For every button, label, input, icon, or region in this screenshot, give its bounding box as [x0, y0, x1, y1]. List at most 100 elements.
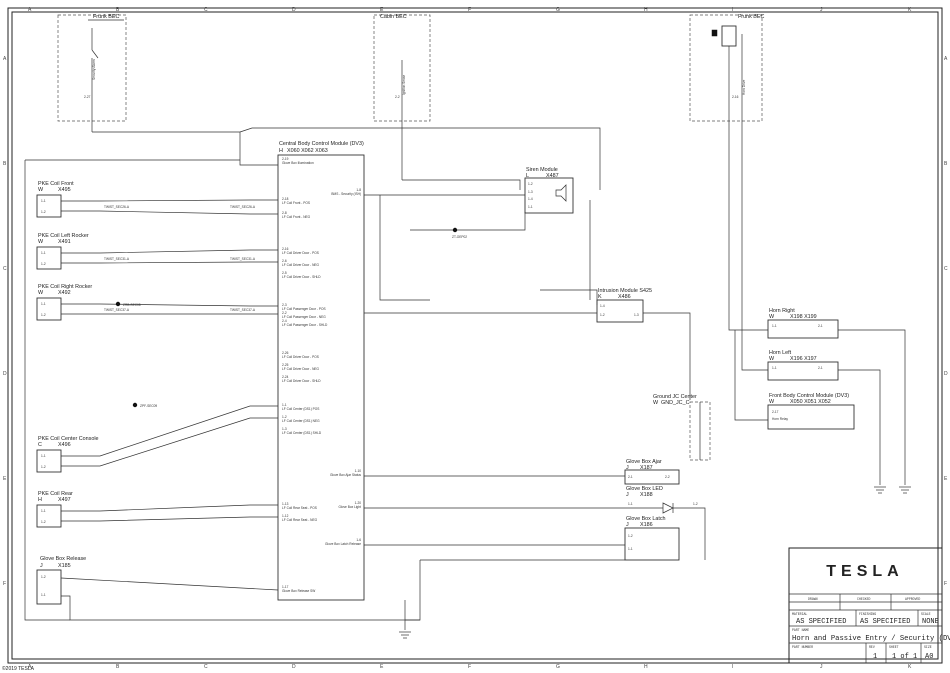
grid-col-label: G — [556, 664, 560, 670]
grid-col-label: E — [380, 664, 384, 670]
svg-text:Glove Box LED: Glove Box LED — [626, 486, 663, 492]
svg-text:1-1: 1-1 — [41, 509, 46, 513]
svg-text:GND_JC_C: GND_JC_C — [661, 400, 690, 406]
led-icon — [662, 502, 674, 514]
grid-col-label: J — [820, 664, 823, 670]
bcm-pin-id: 2-4 — [282, 319, 287, 323]
splice-dot — [452, 227, 458, 233]
grid-row-label: A — [3, 56, 7, 62]
svg-text:Horn and Passive Entry / Secur: Horn and Passive Entry / Security (DV3) — [792, 635, 950, 643]
grid-row-label: C — [3, 266, 7, 272]
svg-text:X050 X051 X052: X050 X051 X052 — [790, 399, 831, 405]
grid-col-label: H — [644, 7, 648, 13]
svg-text:X187: X187 — [640, 465, 653, 471]
wire — [60, 577, 279, 591]
svg-text:1-1: 1-1 — [628, 547, 633, 551]
grid-col-label: A — [28, 7, 32, 13]
bcm-pin-id: 2-2 — [282, 311, 287, 315]
bcm-pin-desc: LF Coil Rear Seat - NEG — [282, 518, 318, 522]
grid-row-label: A — [944, 56, 948, 62]
svg-text:PKE Coil Right Rocker: PKE Coil Right Rocker — [38, 284, 92, 290]
svg-text:W: W — [38, 290, 44, 296]
grid-row-label: F — [3, 581, 6, 587]
wire — [61, 595, 420, 621]
wire — [61, 516, 278, 522]
grid-col-label: I — [732, 664, 733, 670]
svg-text:PKE Coil Left Rocker: PKE Coil Left Rocker — [38, 233, 89, 239]
wire — [239, 132, 278, 166]
grid-row-label: B — [944, 161, 948, 167]
glove-box-ajar: Glove Box Ajar J X187 2-1 2-2 — [624, 459, 680, 485]
grid-col-label: F — [468, 664, 471, 670]
bcm-pin-desc: LF Coil Passenger Door - SHLD — [282, 323, 328, 327]
svg-text:L: L — [526, 173, 529, 179]
svg-text:PKE Coil Front: PKE Coil Front — [38, 181, 74, 187]
wire — [402, 179, 521, 190]
bcm-pin-id: 2-18 — [282, 197, 289, 201]
svg-text:1-3: 1-3 — [528, 190, 533, 194]
frunk-bec-right: Frunk BEC 2-16 Horn Drive — [689, 14, 764, 122]
svg-text:2-1: 2-1 — [818, 324, 823, 328]
bcm-pin-desc: LF Coil Driver Door - NEG — [282, 367, 320, 371]
svg-text:TWIST_SEC26-A: TWIST_SEC26-A — [104, 205, 130, 209]
bcm-pin-id: 1-1 — [282, 403, 287, 407]
svg-text:Glove Box Latch: Glove Box Latch — [626, 516, 666, 522]
wire — [540, 289, 598, 305]
svg-text:REV: REV — [869, 645, 875, 649]
svg-text:2-17: 2-17 — [772, 410, 779, 414]
svg-text:TWIST_SEC37-A: TWIST_SEC37-A — [230, 308, 256, 312]
wire — [728, 110, 748, 331]
bcm-pin-desc: LF Coil Driver Door - NEG — [282, 263, 320, 267]
glove-box-latch: Glove Box Latch J X186 1-2 1-1 — [624, 516, 680, 561]
glove-box-led: Glove Box LED J X188 1-1 1-2 — [626, 486, 698, 514]
svg-text:1-1: 1-1 — [41, 302, 46, 306]
wire — [61, 210, 278, 215]
grid-col-label: K — [908, 664, 912, 670]
svg-text:TWIST_SEC26-A: TWIST_SEC26-A — [230, 205, 256, 209]
grid-row-label: E — [3, 476, 7, 482]
drawing-frame — [7, 7, 943, 664]
svg-text:MATERIAL: MATERIAL — [792, 612, 807, 616]
svg-text:W: W — [38, 187, 44, 193]
bcm-pin-desc: LF Coil Driver Door - POS — [282, 355, 319, 359]
svg-text:1-2: 1-2 — [41, 313, 46, 317]
grid-col-label: F — [468, 7, 471, 13]
svg-text:1-1: 1-1 — [772, 324, 777, 328]
grid-col-label: C — [204, 664, 208, 670]
glove-box-release: Glove Box Release J X185 1-2 1-1 — [36, 556, 86, 605]
grid-col-label: B — [116, 7, 120, 13]
wire — [379, 195, 430, 301]
ground-center: Ground JC Center W GND_JC_C — [653, 394, 711, 461]
svg-text:1-2: 1-2 — [41, 575, 46, 579]
svg-text:AS SPECIFIED: AS SPECIFIED — [860, 618, 910, 626]
grid-col-label: E — [380, 7, 384, 13]
svg-text:X497: X497 — [58, 497, 71, 503]
svg-text:Front Body Control Module (DV3: Front Body Control Module (DV3) — [769, 393, 849, 399]
svg-text:X495: X495 — [58, 187, 71, 193]
svg-text:2-1: 2-1 — [818, 366, 823, 370]
bcm-pin-desc: BMS - Security (ISH) — [331, 192, 361, 196]
svg-text:Frunk BEC: Frunk BEC — [93, 14, 119, 20]
svg-text:TWIST_SEC31-A: TWIST_SEC31-A — [104, 257, 130, 261]
horn-left: Horn Left W X196 X197 1-1 2-1 — [767, 350, 839, 381]
svg-text:K: K — [598, 294, 602, 300]
front-bcm: Front Body Control Module (DV3) W X050 X… — [767, 393, 855, 430]
bcm-pin-desc: LF Coil Driver Door - SHLD — [282, 379, 321, 383]
svg-text:2-27: 2-27 — [84, 95, 91, 99]
svg-text:H: H — [279, 148, 283, 154]
svg-text:1-4: 1-4 — [600, 304, 605, 308]
svg-text:Intrusion Module S425: Intrusion Module S425 — [598, 288, 652, 294]
bcm-pin-id: 2-5 — [282, 271, 287, 275]
svg-text:SHEET: SHEET — [889, 645, 899, 649]
svg-text:1-2: 1-2 — [528, 182, 533, 186]
grid-col-label: D — [292, 664, 296, 670]
bcm-pin-desc: LF Coil Passenger Door - NEG — [282, 315, 326, 319]
bcm-pin-id: 2-26 — [282, 351, 289, 355]
svg-text:FINISHING: FINISHING — [859, 612, 876, 616]
grid-col-label: C — [204, 7, 208, 13]
svg-text:Horn Relay: Horn Relay — [772, 417, 788, 421]
svg-text:1-2: 1-2 — [41, 465, 46, 469]
